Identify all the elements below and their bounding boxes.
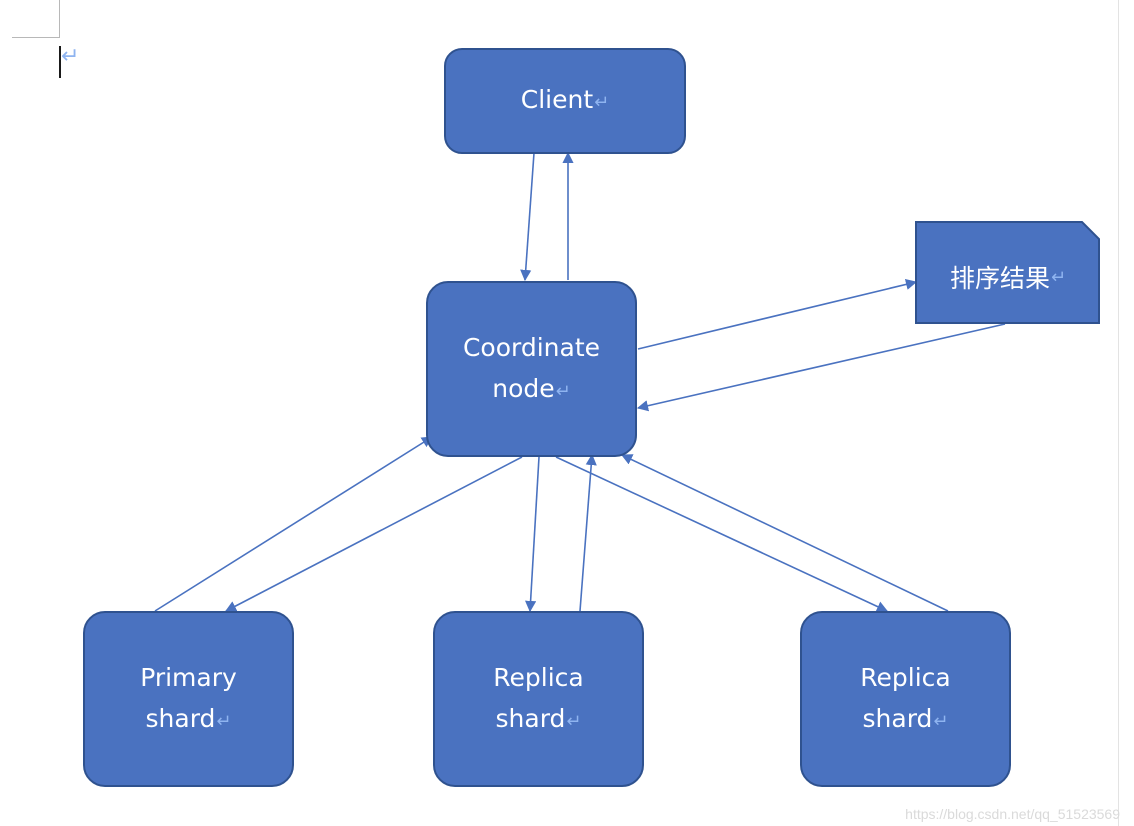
node-primary-shard: Primary shard↵ <box>83 611 294 787</box>
arrow-primary-to-coordinate <box>154 436 433 612</box>
arrow-coordinate-to-replica2 <box>555 456 889 612</box>
arrow-replica2-to-coordinate <box>620 454 949 612</box>
node-replica1-line-2: shard↵ <box>495 703 582 733</box>
page-corner-mark <box>0 0 60 38</box>
node-coordinate-line-2: node↵ <box>492 373 571 403</box>
arrow-coordinate-to-result <box>637 278 918 350</box>
node-client-line-1: Client↵ <box>520 85 610 114</box>
node-replica-shard-1: Replica shard↵ <box>433 611 644 787</box>
node-replica2-line-2: shard↵ <box>862 703 949 733</box>
node-client: Client↵ <box>444 48 686 154</box>
node-coordinate: Coordinate node↵ <box>426 281 637 457</box>
watermark: https://blog.csdn.net/qq_51523569 <box>905 806 1120 822</box>
arrow-replica1-to-coordinate <box>579 453 597 612</box>
paragraph-mark-icon: ↵ <box>61 44 80 69</box>
arrow-result-to-coordinate <box>636 323 1006 412</box>
node-replica2-line-1: Replica <box>860 662 951 692</box>
arrow-client-to-coordinate <box>520 152 535 282</box>
paragraph-mark-icon: ↵ <box>594 92 610 113</box>
page-edge <box>1118 0 1119 826</box>
node-primary-line-1: Primary <box>140 662 237 692</box>
node-primary-line-2: shard↵ <box>145 703 232 733</box>
paragraph-mark-icon: ↵ <box>555 380 571 402</box>
paragraph-mark-icon: ↵ <box>216 710 232 732</box>
arrow-coordinate-to-primary <box>225 456 523 612</box>
node-replica-shard-2: Replica shard↵ <box>800 611 1011 787</box>
paragraph-mark-icon: ↵ <box>933 710 949 732</box>
node-coordinate-line-1: Coordinate <box>462 332 601 362</box>
text-cursor <box>59 46 61 78</box>
paragraph-mark-icon: ↵ <box>1050 266 1067 288</box>
result-document-shape <box>915 221 1100 324</box>
node-sort-result-label: 排序结果 <box>949 264 1050 293</box>
node-replica1-line-1: Replica <box>493 662 584 692</box>
paragraph-mark-icon: ↵ <box>566 710 582 732</box>
node-sort-result: 排序结果↵ <box>916 244 1100 310</box>
arrow-coordinate-to-replica1 <box>524 456 540 613</box>
